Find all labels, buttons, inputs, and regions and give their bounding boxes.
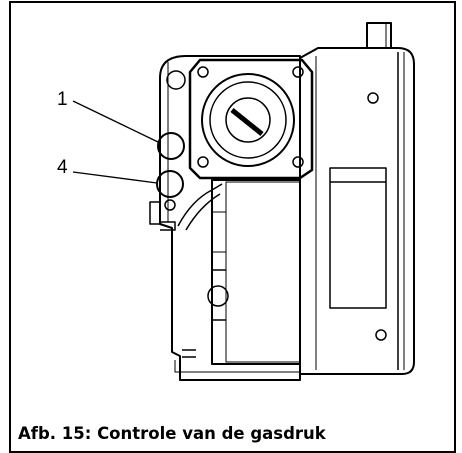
corner-screw-icon: [292, 66, 304, 78]
solenoid-box: [207, 179, 301, 365]
housing-screw-icon: [367, 92, 379, 104]
leader-line-1: [72, 100, 159, 143]
valve-housing: [299, 47, 415, 375]
callout-label-1: 1: [57, 89, 68, 110]
corner-screw-icon: [292, 156, 304, 168]
callout-label-4: 4: [57, 157, 68, 178]
top-cap: [366, 22, 392, 49]
pressure-test-nipples: [156, 132, 185, 211]
leader-line-4: [72, 171, 158, 184]
figure-caption: Afb. 15: Controle van de gasdruk: [18, 424, 326, 443]
regulator-cover: [188, 58, 314, 180]
housing-screw-icon: [375, 329, 387, 341]
corner-screw-icon: [197, 156, 209, 168]
left-body: [159, 55, 301, 381]
corner-screw-icon: [197, 66, 209, 78]
plate-hole-icon: [166, 70, 186, 90]
